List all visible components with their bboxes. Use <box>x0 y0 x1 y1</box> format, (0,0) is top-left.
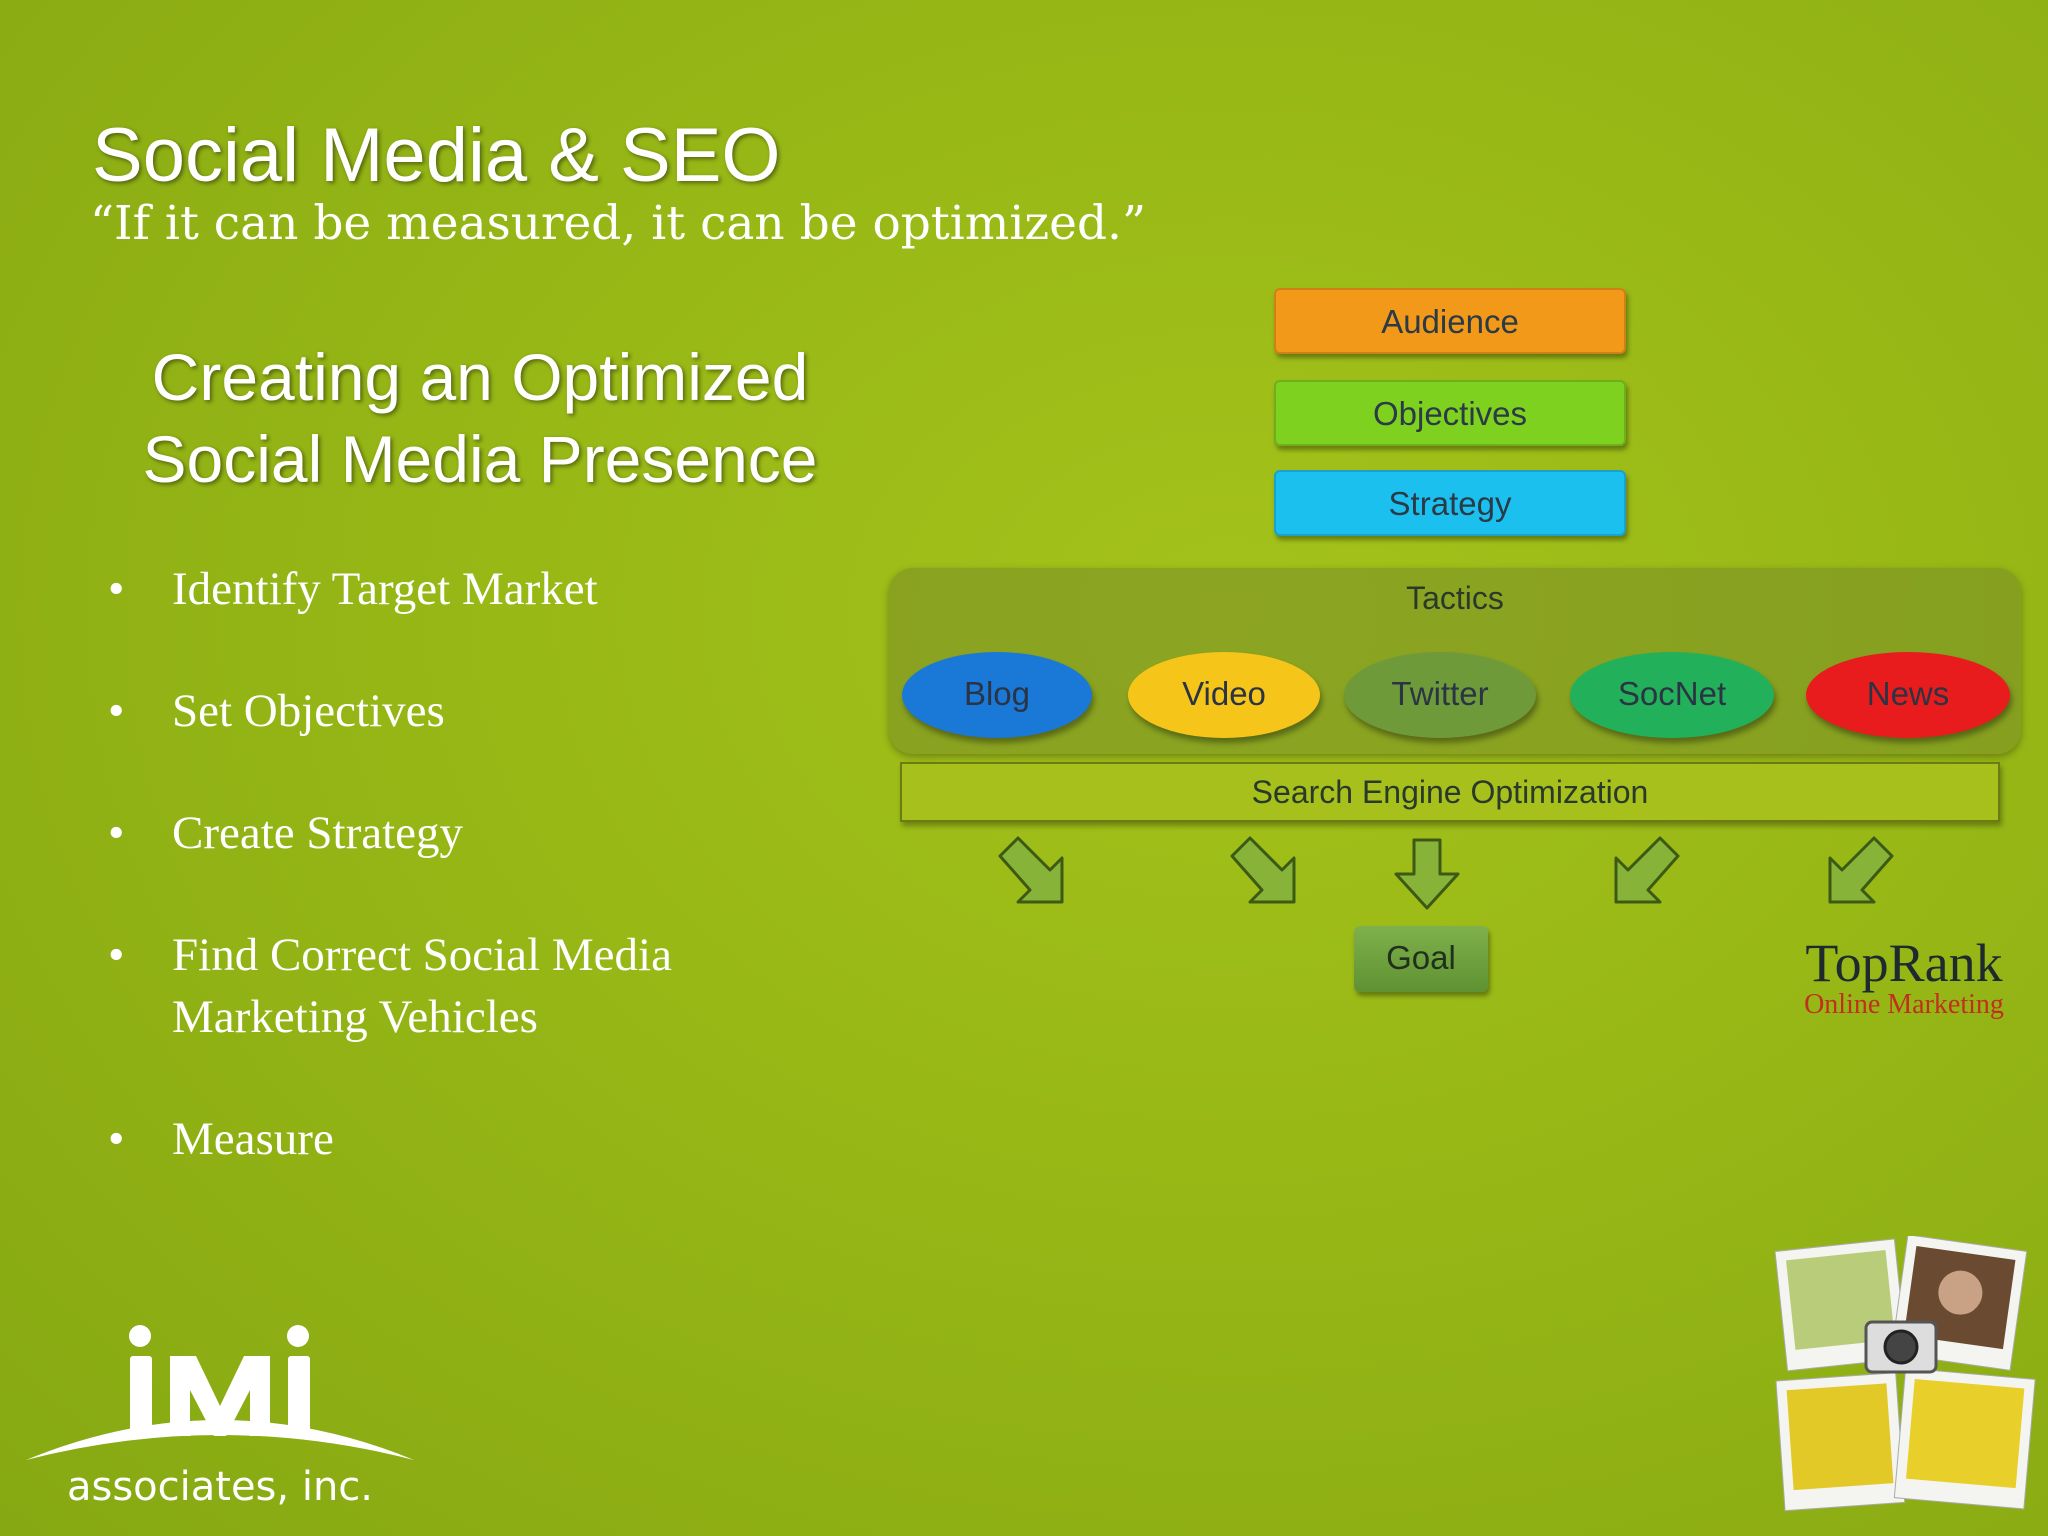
tactic-socnet: SocNet <box>1570 652 1774 738</box>
bullet-text: Create Strategy <box>172 807 464 859</box>
tactics-label: Tactics <box>1406 580 1504 616</box>
tactic-twitter: Twitter <box>1344 652 1536 738</box>
bullet-dot: • <box>108 807 125 859</box>
bullet-dot: • <box>108 929 125 981</box>
strategy-box: Strategy <box>1274 470 1626 536</box>
seo-bar: Search Engine Optimization <box>900 762 2000 822</box>
camera-photo-collage-icon <box>1770 1234 2040 1516</box>
bullet-item: • Measure <box>96 1108 796 1170</box>
bullet-text: Identify Target Market <box>172 563 598 615</box>
bullet-item: • Find Correct Social Media Marketing Ve… <box>96 924 796 1048</box>
slide-title: Social Media & SEO <box>92 113 781 198</box>
toprank-logo: TopRank Online Marketing <box>1776 936 2032 1020</box>
bullet-dot: • <box>108 563 125 615</box>
bullet-text: Find Correct Social Media <box>172 929 672 981</box>
tactic-news: News <box>1806 652 2010 738</box>
tactic-blog: Blog <box>902 652 1092 738</box>
section-heading-line-1: Creating an Optimized <box>151 340 809 414</box>
arrow-down-right-icon <box>998 836 1064 904</box>
bullet-item: • Set Objectives <box>96 680 796 742</box>
bullet-text: Set Objectives <box>172 685 445 737</box>
toprank-tagline: Online Marketing <box>1804 989 2004 1020</box>
arrow-down-icon <box>1394 838 1460 910</box>
bullet-list: • Identify Target Market • Set Objective… <box>96 558 796 1230</box>
bullet-text: Measure <box>172 1113 334 1165</box>
audience-box: Audience <box>1274 288 1626 354</box>
section-heading-line-2: Social Media Presence <box>142 422 818 496</box>
arrow-down-left-icon <box>1828 836 1894 904</box>
bullet-item: • Identify Target Market <box>96 558 796 620</box>
imi-logo-tagline: associates, inc. <box>67 1464 373 1510</box>
slide-quote: “If it can be measured, it can be optimi… <box>90 196 1147 251</box>
bullet-dot: • <box>108 685 125 737</box>
objectives-box: Objectives <box>1274 380 1626 446</box>
bullet-item: • Create Strategy <box>96 802 796 864</box>
bullet-dot: • <box>108 1113 125 1165</box>
bullet-text-continued: Marketing Vehicles <box>172 991 538 1043</box>
goal-box: Goal <box>1354 926 1488 992</box>
arrow-down-right-icon <box>1230 836 1296 904</box>
section-heading: Creating an Optimized Social Media Prese… <box>110 336 850 500</box>
arrow-down-left-icon <box>1614 836 1680 904</box>
toprank-name: TopRank <box>1805 933 2003 993</box>
imi-associates-logo: associates, inc. <box>26 1325 414 1510</box>
arrows-to-goal <box>998 836 1894 910</box>
tactic-video: Video <box>1128 652 1320 738</box>
